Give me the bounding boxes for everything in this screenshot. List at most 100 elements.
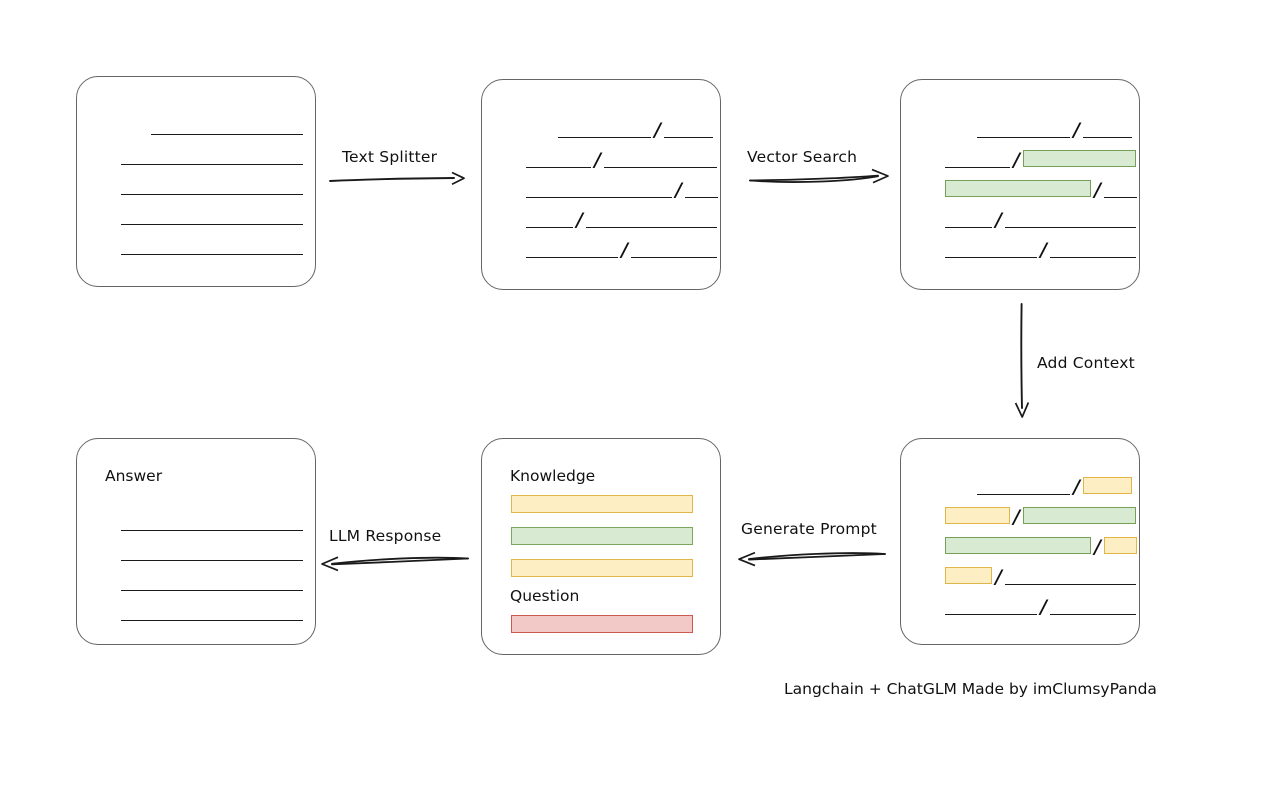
text-segment <box>526 184 672 198</box>
chunk-separator-slash: / <box>594 149 601 171</box>
chunk-separator-slash: / <box>1040 596 1047 618</box>
node-answer-body: Answer <box>77 439 315 644</box>
text-segment <box>1103 184 1137 198</box>
text-segment <box>558 124 651 138</box>
arrow-text-splitter <box>329 171 465 185</box>
document-line: / <box>901 148 1139 171</box>
knowledge-bar-2 <box>511 527 693 545</box>
node-source-document[interactable] <box>76 76 316 287</box>
node-source-document-body <box>77 77 315 286</box>
chunk-separator-slash: / <box>654 119 661 141</box>
arrow-llm-response <box>321 556 469 572</box>
document-line: / <box>901 208 1139 231</box>
chunk-separator-slash: / <box>1013 506 1020 528</box>
arrow-vector-search <box>749 168 889 184</box>
node-answer[interactable]: Answer <box>76 438 316 645</box>
text-segment <box>977 124 1070 138</box>
document-line: / <box>901 178 1139 201</box>
text-segment <box>151 121 303 135</box>
highlight-chunk-yellow <box>1082 476 1132 494</box>
text-segment <box>945 244 1037 258</box>
text-segment <box>1004 571 1136 585</box>
highlight-chunk-green <box>945 179 1091 197</box>
edge-label-llm-response: LLM Response <box>329 527 442 545</box>
chunk-separator-slash: / <box>1094 536 1101 558</box>
document-line <box>77 511 315 531</box>
node-split-document-body: / / / / / <box>482 80 720 289</box>
document-line: / <box>901 118 1139 140</box>
chunk-separator-slash: / <box>995 566 1002 588</box>
document-line: / <box>482 148 720 171</box>
document-line: / <box>901 505 1139 528</box>
node-context-document[interactable]: / / / / / <box>900 438 1140 645</box>
text-segment <box>121 547 303 561</box>
text-segment <box>121 211 303 225</box>
text-segment <box>1082 124 1132 138</box>
text-segment <box>1004 214 1136 228</box>
text-segment <box>526 244 618 258</box>
highlight-chunk-green <box>1022 506 1136 524</box>
chunk-separator-slash: / <box>995 209 1002 231</box>
document-line: / <box>901 565 1139 588</box>
document-line <box>77 235 315 255</box>
edge-label-vector-search: Vector Search <box>747 148 858 166</box>
chunk-separator-slash: / <box>1094 179 1101 201</box>
chunk-separator-slash: / <box>1013 149 1020 171</box>
edge-label-generate-prompt: Generate Prompt <box>741 520 877 538</box>
text-segment <box>603 154 717 168</box>
text-segment <box>121 151 303 165</box>
question-label: Question <box>510 587 580 605</box>
document-line <box>77 601 315 621</box>
text-segment <box>121 607 303 621</box>
chunk-separator-slash: / <box>621 239 628 261</box>
text-segment <box>526 214 573 228</box>
document-line: / <box>901 535 1139 558</box>
edge-label-add-context: Add Context <box>1037 354 1135 372</box>
text-segment <box>585 214 717 228</box>
node-prompt-body: Knowledge Question <box>482 439 720 654</box>
document-line: / <box>482 208 720 231</box>
document-line <box>77 175 315 195</box>
text-segment <box>121 517 303 531</box>
document-line <box>77 145 315 165</box>
node-split-document[interactable]: / / / / / <box>481 79 721 290</box>
document-line: / <box>901 238 1139 260</box>
chunk-separator-slash: / <box>576 209 583 231</box>
node-prompt[interactable]: Knowledge Question <box>481 438 721 655</box>
text-segment <box>630 244 717 258</box>
knowledge-bar-3 <box>511 559 693 577</box>
document-line <box>77 541 315 561</box>
document-line: / <box>901 475 1139 498</box>
text-segment <box>121 241 303 255</box>
text-segment <box>684 184 718 198</box>
node-vector-matched-document-body: / / / / / <box>901 80 1139 289</box>
knowledge-bar-1 <box>511 495 693 513</box>
highlight-chunk-yellow <box>945 506 1010 524</box>
highlight-chunk-yellow <box>945 566 992 584</box>
text-segment <box>945 214 992 228</box>
edge-label-text-splitter: Text Splitter <box>342 148 438 166</box>
highlight-chunk-green <box>1022 149 1136 167</box>
document-line <box>77 205 315 225</box>
answer-label: Answer <box>105 467 163 485</box>
document-line: / <box>482 118 720 141</box>
document-line: / <box>901 595 1139 618</box>
chunk-separator-slash: / <box>1073 476 1080 498</box>
arrow-add-context <box>1014 303 1030 418</box>
highlight-chunk-green <box>945 536 1091 554</box>
knowledge-label: Knowledge <box>510 467 596 485</box>
text-segment <box>526 154 591 168</box>
text-segment <box>977 481 1070 495</box>
question-bar-1 <box>511 615 693 633</box>
text-segment <box>663 124 713 138</box>
text-segment <box>121 181 303 195</box>
text-segment <box>1049 601 1136 615</box>
chunk-separator-slash: / <box>675 179 682 201</box>
document-line: / <box>482 178 720 201</box>
node-vector-matched-document[interactable]: / / / / / <box>900 79 1140 290</box>
text-segment <box>1049 244 1136 258</box>
text-segment <box>945 154 1010 168</box>
credit-text: Langchain + ChatGLM Made by imClumsyPand… <box>784 680 1157 698</box>
text-segment <box>945 601 1037 615</box>
